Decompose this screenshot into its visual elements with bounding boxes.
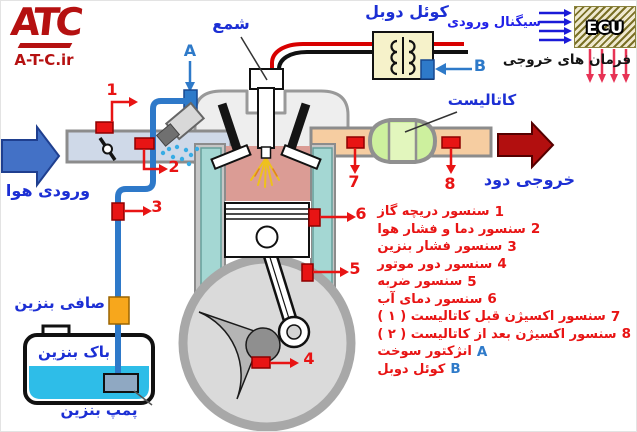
fuel-tank-label: باک بنزین	[37, 343, 111, 361]
legend-key: 1	[494, 203, 504, 220]
legend-key: 3	[507, 238, 517, 255]
legend-label: سنسور اکسیژن بعد از کاتالیست ( ۲ )	[377, 326, 617, 342]
catalyst-label: کاتالیست	[447, 91, 517, 109]
fuel-pump-pointer	[133, 390, 153, 406]
exhaust-outlet-label: خروجی دود	[483, 170, 575, 189]
exhaust-valve	[280, 102, 322, 171]
marker-5: 5	[349, 259, 361, 278]
logo-site: A-T-C.ir	[14, 51, 74, 69]
coil-b-arrow	[435, 63, 472, 75]
legend-label: سنسور فشار بنزین	[377, 239, 503, 255]
marker-2: 2	[168, 157, 180, 176]
catalyst-body	[367, 118, 438, 164]
air-inlet-label: ورودی هوا	[5, 181, 91, 200]
fuel-injector	[155, 89, 206, 167]
piston-pin	[255, 225, 279, 249]
legend-label: انژکتور سوخت	[377, 344, 472, 360]
legend-label: سنسور دور موتور	[377, 256, 493, 272]
logo-bar	[17, 43, 73, 48]
legend-key: B	[450, 361, 461, 378]
marker-6: 6	[355, 204, 367, 223]
marker-8: 8	[444, 174, 456, 193]
sensor-markers	[95, 97, 461, 369]
legend-label: کوئل دوبل	[377, 361, 446, 377]
ignition-coil	[372, 31, 435, 80]
legend-label: سنسور دما و فشار هوا	[377, 221, 526, 237]
marker-7: 7	[348, 172, 360, 191]
ecu-box: ECU	[574, 6, 636, 48]
logo: ATC	[8, 0, 82, 51]
coil-connector	[420, 59, 435, 80]
fuel-filter	[108, 296, 130, 325]
fuel-pump	[103, 373, 139, 393]
fuel-spray	[160, 144, 200, 167]
connecting-rod	[259, 242, 311, 349]
marker-a: A	[183, 41, 197, 60]
legend-key: 8	[621, 326, 631, 343]
logo-brand: ATC	[8, 0, 82, 44]
legend-label: سنسور دمای آب	[377, 291, 483, 307]
legend-key: 7	[610, 308, 621, 325]
ecu-input-arrows	[539, 9, 572, 44]
ecu-label: ECU	[586, 17, 624, 37]
exhaust-outlet-arrow	[497, 120, 555, 170]
ecu-output-arrows	[586, 49, 630, 83]
throttle-valve	[98, 137, 117, 161]
fuel-filter-label: صافی بنزین	[14, 294, 105, 312]
ignition-coil-label: کوئل دوبل	[365, 2, 449, 21]
spark-plug-label: شمع	[212, 14, 250, 33]
marker-b: B	[473, 56, 487, 75]
fuel-pump-label: پمپ بنزین	[60, 401, 138, 419]
ecu-output-label: فرمان های خروجی	[502, 52, 632, 68]
spark-plug-pointer	[240, 36, 268, 81]
marker-4: 4	[303, 349, 315, 368]
legend-key: 6	[487, 291, 497, 308]
piston	[224, 202, 310, 258]
marker-3: 3	[151, 197, 163, 216]
intake-valve	[210, 102, 252, 171]
ecu-input-label: سیگنال ورودی	[447, 15, 541, 30]
legend-key: 2	[530, 221, 541, 238]
fuel-line	[115, 98, 185, 378]
air-inlet-arrow	[1, 124, 61, 188]
spark-glow	[250, 157, 280, 188]
injector-a-arrow	[185, 61, 195, 92]
legend-key: 4	[497, 256, 507, 273]
legend-label: سنسور دریچه گاز	[377, 204, 490, 220]
catalyst-pointer	[404, 111, 458, 133]
legend-key: 5	[467, 273, 477, 290]
legend-key: A	[476, 343, 488, 360]
legend-label: سنسور ضربه	[377, 274, 463, 290]
legend-label: سنسور اکسیژن قبل کاتالیست ( ۱ )	[377, 309, 606, 325]
marker-1: 1	[106, 80, 118, 99]
